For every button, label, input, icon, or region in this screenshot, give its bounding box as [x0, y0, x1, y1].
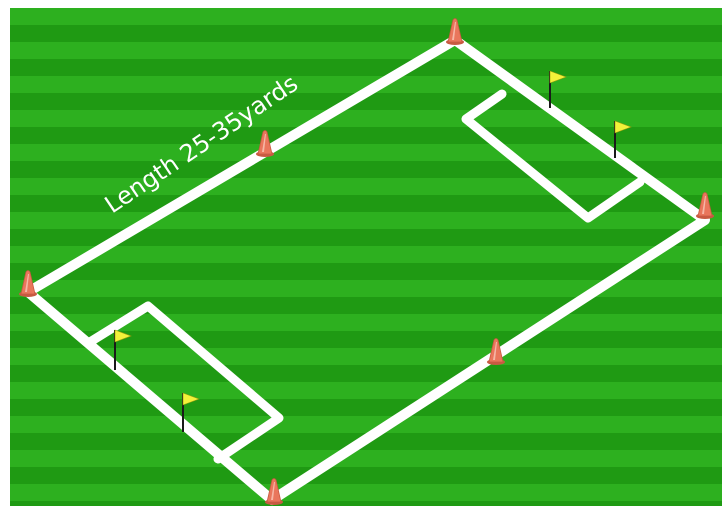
- grass-stripe: [10, 450, 722, 467]
- grass-stripe: [10, 161, 722, 178]
- grass-stripe: [10, 399, 722, 416]
- grass-stripe: [10, 25, 722, 42]
- grass-stripe: [10, 42, 722, 59]
- grass-stripe: [10, 501, 722, 506]
- grass-stripe: [10, 467, 722, 484]
- grass-stripe: [10, 59, 722, 76]
- grass-stripe: [10, 416, 722, 433]
- grass-stripe: [10, 8, 722, 25]
- grass-field: [10, 8, 722, 506]
- grass-stripe: [10, 246, 722, 263]
- grass-stripe: [10, 382, 722, 399]
- grass-stripe: [10, 484, 722, 501]
- grass-stripe: [10, 297, 722, 314]
